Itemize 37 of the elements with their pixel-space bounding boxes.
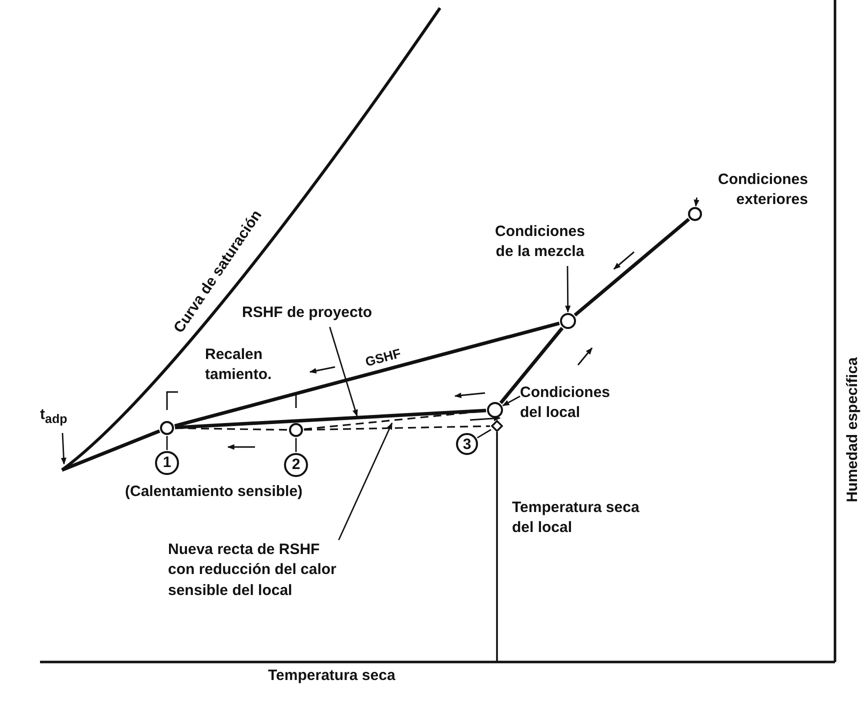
leader-line [166, 436, 168, 450]
dashed-line [304, 410, 486, 430]
annotation-text: Temperatura seca del local [512, 498, 640, 537]
state-point [560, 313, 576, 329]
leader-line [502, 396, 520, 406]
leader-line [329, 326, 358, 417]
axis-label: Humedad específica [842, 357, 862, 502]
callout-number: 1 [155, 451, 179, 475]
annotation-text: Condiciones exteriores [700, 170, 808, 216]
state-point [289, 423, 303, 437]
dashed-line [174, 427, 288, 431]
annotation-text: Condiciones del local [520, 383, 628, 427]
annotation-text: Condiciones de la mezcla [485, 222, 595, 266]
process-line [61, 429, 160, 472]
axis-label: Temperatura seca [268, 666, 396, 686]
annotation-text: Nueva recta de RSHF con reducción del calor sensible del local [168, 540, 344, 624]
process-line [174, 408, 486, 430]
annotation-text: RSHF de proyecto [242, 303, 467, 327]
diamond-marker [491, 420, 503, 432]
callout-number: 2 [284, 453, 308, 477]
process-line [574, 218, 690, 317]
leader-line [60, 432, 66, 465]
state-point [487, 402, 503, 418]
annotation-text: (Calentamiento sensible) [125, 482, 303, 502]
annotation-text: Recalen tamiento. [205, 345, 280, 389]
leader-line [295, 438, 297, 452]
leader-line [476, 429, 492, 438]
state-point [688, 207, 702, 221]
leader-line [694, 198, 700, 207]
callout-number: 3 [456, 433, 478, 455]
leader-line [565, 266, 571, 313]
process-line [174, 322, 560, 428]
annotation-text: t$_{adp}$ [40, 405, 90, 433]
leader-line [338, 422, 393, 540]
dashed-line [304, 425, 490, 431]
process-line [499, 326, 564, 404]
state-point [160, 421, 174, 435]
